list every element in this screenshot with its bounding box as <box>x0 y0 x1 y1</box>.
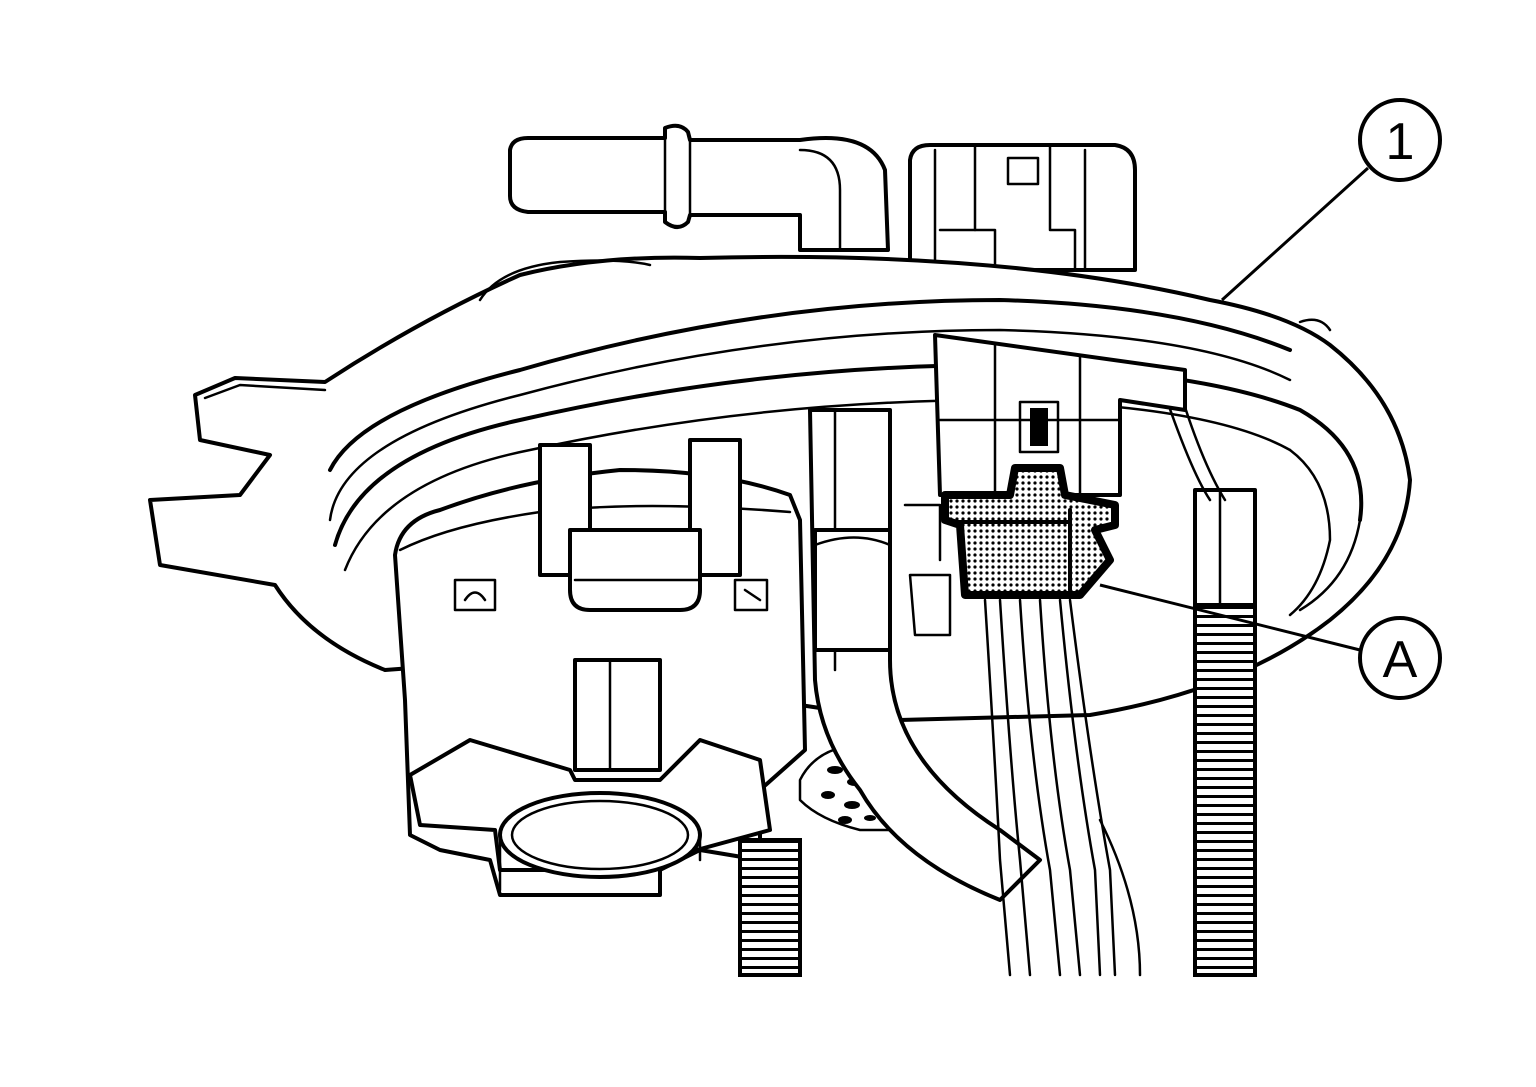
callout-a-circle <box>1358 616 1442 700</box>
left-corrugated-hose <box>738 838 802 977</box>
callout-a: A <box>1099 583 1442 700</box>
top-electrical-connector <box>908 143 1137 272</box>
fuel-feed-tube <box>808 408 1142 977</box>
right-corrugated-hose <box>1193 488 1257 977</box>
lower-connector-housing <box>903 333 1187 637</box>
callout-1-circle <box>1358 98 1442 182</box>
fuel-pump-reservoir <box>393 438 807 897</box>
callout-a-label: A <box>1383 631 1418 689</box>
callout-1-label: 1 <box>1386 113 1415 171</box>
highlighted-connector-a <box>941 464 1119 599</box>
wiring-harness <box>983 373 1227 977</box>
vent-tube <box>508 123 890 252</box>
callout-1: 1 <box>1220 98 1442 302</box>
